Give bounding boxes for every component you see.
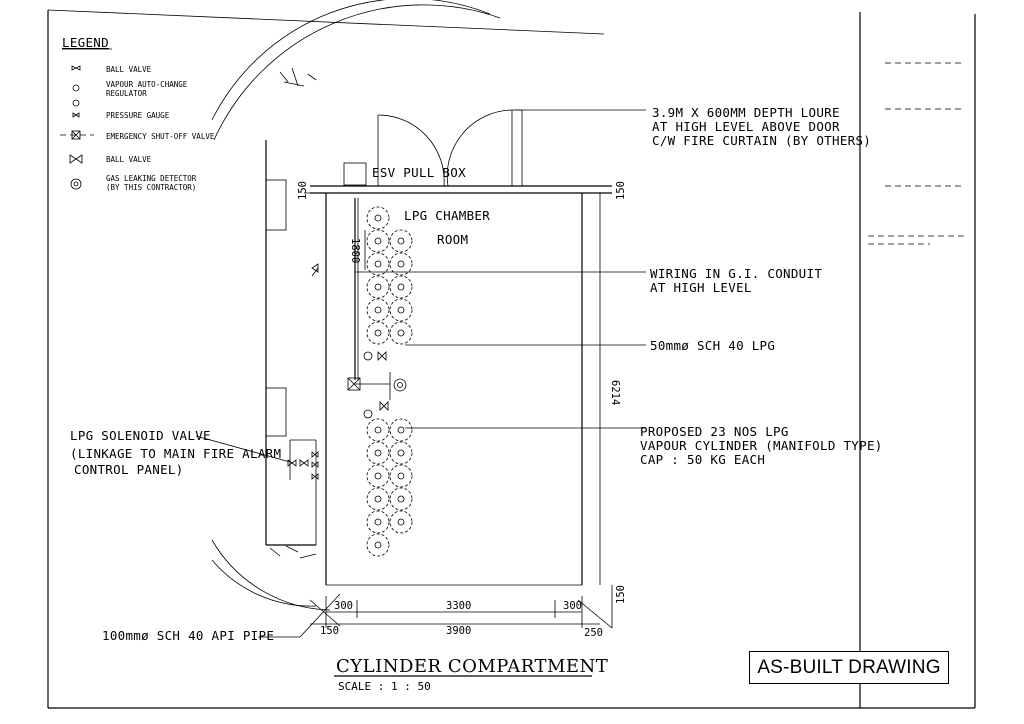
lpg-cylinder [366,275,390,299]
ball-valve-small-icon [71,65,81,71]
solenoid-note-line2: (LINKAGE TO MAIN FIRE ALARM [70,446,281,461]
cylinder-note-line2: VAPOUR CYLINDER (MANIFOLD TYPE) [640,438,883,453]
solenoid-note-line3: CONTROL PANEL) [74,462,184,477]
sheet-frame [47,9,976,709]
piping [287,198,407,480]
legend-item-label-2: REGULATOR [106,89,147,98]
dimension-lines [304,192,613,629]
lpg-cylinder [366,487,390,511]
esv-pull-box-label: ESV PULL BOX [372,165,466,180]
esv-pull-box [343,162,367,186]
pressure-gauge-icon [72,99,80,118]
solenoid-valve-icon [287,451,319,480]
room-title-line1: LPG CHAMBER [404,208,490,223]
api-pipe-note: 100mmø SCH 40 API PIPE [102,628,274,643]
building-outline [211,0,501,611]
regulator-icon [72,84,80,92]
legend-item-label-2: (BY THIS CONTRACTOR) [106,183,196,192]
lpg-cylinder [366,418,390,442]
pipe-50-note: 50mmø SCH 40 LPG [650,338,775,353]
dim-150-top-right: 150 [615,181,627,200]
legend-item-label: VAPOUR AUTO-CHANGE [106,80,188,89]
loure-note-line3: C/W FIRE CURTAIN (BY OTHERS) [652,133,871,148]
lpg-cylinder [366,464,390,488]
drawing-scale: SCALE : 1 : 50 [338,680,431,693]
lpg-cylinder [366,441,390,465]
loure-note-line1: 3.9M X 600MM DEPTH LOURE [652,105,840,120]
legend-item-label: BALL VALVE [106,65,152,74]
leader-lines [195,109,646,638]
solenoid-note-line1: LPG SOLENOID VALVE [70,428,211,443]
dim-300-right: 300 [563,600,582,612]
loure-note-line2: AT HIGH LEVEL ABOVE DOOR [652,119,840,134]
legend-item-label: PRESSURE GAUGE [106,111,170,120]
lpg-cylinder [389,252,413,276]
lpg-chamber-room [310,109,612,586]
legend: LEGEND BALL VALVE VAPOUR AUTO-CHANGE REG… [60,35,215,192]
dim-150-bottom-right: 150 [615,585,627,604]
lpg-cylinder [389,229,413,253]
lpg-cylinder [389,441,413,465]
lpg-cylinder [389,275,413,299]
lpg-cylinder [366,321,390,345]
lpg-cylinder [389,298,413,322]
dim-300-left: 300 [334,600,353,612]
dim-150-top-left: 150 [297,181,309,200]
dim-1800: 1800 [349,238,361,263]
ball-valve-icon [69,154,83,164]
lpg-cylinder [389,321,413,345]
lpg-cylinder [389,464,413,488]
esv-icon [60,130,94,140]
legend-item-label: EMERGENCY SHUT-OFF VALVE [106,132,215,141]
drawing-title: CYLINDER COMPARTMENT [336,656,608,677]
lpg-cylinder [366,510,390,534]
legend-item-label: BALL VALVE [106,155,152,164]
dim-3900: 3900 [446,625,471,637]
legend-item-label: GAS LEAKING DETECTOR [106,174,197,183]
as-built-stamp: AS-BUILT DRAWING [749,651,949,684]
cylinder-note-line1: PROPOSED 23 NOS LPG [640,424,789,439]
lpg-cylinder [389,510,413,534]
dim-150-bottom-left: 150 [320,625,339,637]
lpg-cylinder [366,298,390,322]
wiring-note-line2: AT HIGH LEVEL [650,280,752,295]
lpg-cylinder [389,487,413,511]
cylinder-note-line3: CAP : 50 KG EACH [640,452,765,467]
cylinder-group [366,206,413,557]
dim-6214: 6214 [609,380,621,405]
dim-250: 250 [584,627,603,639]
lpg-cylinder [389,418,413,442]
lpg-cylinder [366,206,390,230]
dim-3300: 3300 [446,600,471,612]
figure-icon [269,67,317,559]
lpg-cylinder [366,533,390,557]
gas-detector-icon [70,178,82,190]
wiring-note-line1: WIRING IN G.I. CONDUIT [650,266,822,281]
lpg-cylinder [366,252,390,276]
legend-title: LEGEND [62,35,109,50]
room-title-line2: ROOM [437,232,468,247]
lpg-cylinder [366,229,390,253]
